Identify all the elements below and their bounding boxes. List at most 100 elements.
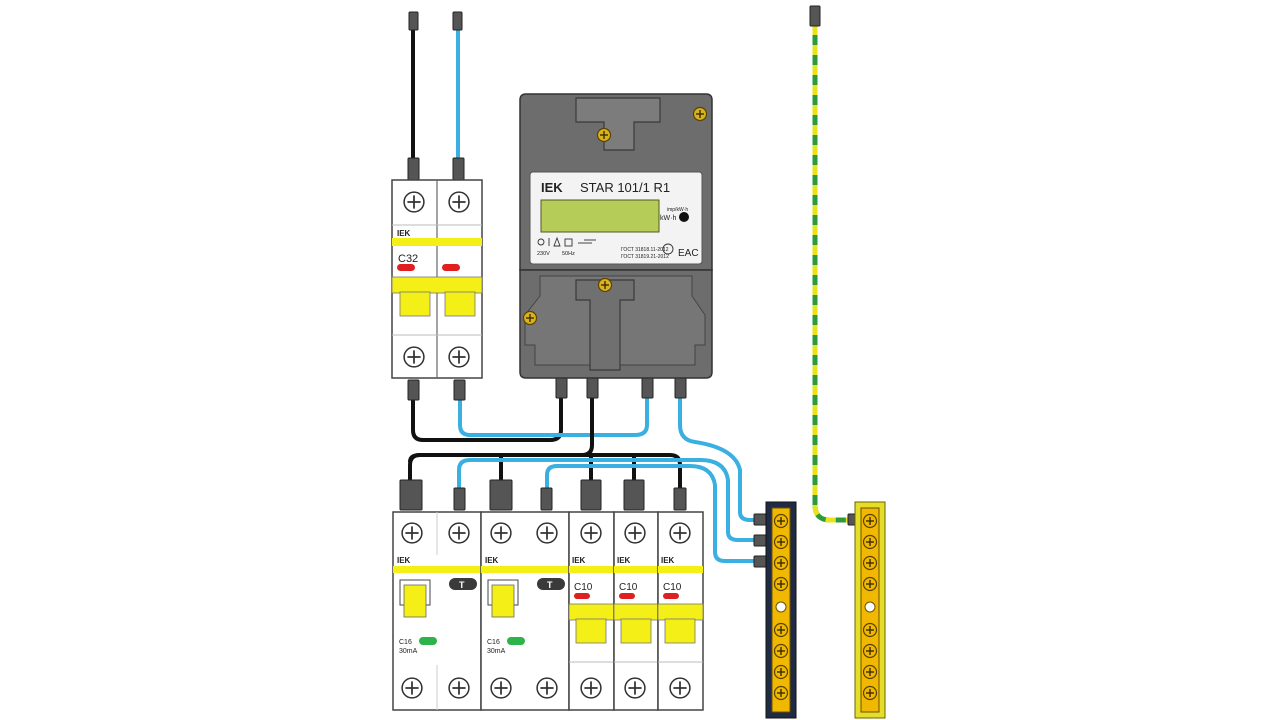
- neutral-wire-rcbo-2: [545, 464, 768, 563]
- status-indicator: [419, 637, 437, 645]
- meter-voltage: 230V: [537, 251, 550, 257]
- earth-wire-yellow: [812, 25, 855, 523]
- meter-frequency: 50Hz: [562, 251, 575, 257]
- terminal-screw-icon[interactable]: [536, 522, 558, 544]
- bus-screw-icon[interactable]: [773, 685, 789, 701]
- breaker-brand: IEK: [572, 556, 586, 565]
- neutral-wire-breaker-to-meter: [458, 395, 649, 437]
- branch-breaker-3[interactable]: IEK C10: [657, 511, 704, 711]
- pulse-led-icon: [679, 212, 689, 222]
- meter-top-cover: [575, 97, 661, 151]
- breaker-toggle[interactable]: [620, 618, 652, 644]
- breaker-brand: IEK: [661, 556, 675, 565]
- breaker-toggle[interactable]: [664, 618, 696, 644]
- branch-breaker-2[interactable]: IEK C10: [613, 511, 659, 711]
- meter-lcd-display: [540, 199, 660, 233]
- status-indicator: [619, 593, 635, 599]
- breaker-toggle[interactable]: [399, 291, 431, 317]
- rcbo-rating: C16: [487, 639, 500, 646]
- terminal-screw-icon[interactable]: [448, 522, 470, 544]
- bus-screw-icon[interactable]: [862, 685, 878, 701]
- bus-screw-icon[interactable]: [862, 513, 878, 529]
- seal-screw-icon[interactable]: [692, 106, 708, 122]
- breaker-rating: C10: [619, 582, 638, 593]
- terminal-screw-icon[interactable]: [624, 522, 646, 544]
- bus-screw-icon[interactable]: [773, 534, 789, 550]
- bus-screw-icon[interactable]: [862, 555, 878, 571]
- status-indicator: [507, 637, 525, 645]
- rcbo-1[interactable]: IEK T C16 30mA: [392, 511, 482, 711]
- breaker-toggle[interactable]: [575, 618, 607, 644]
- rcbo-toggle[interactable]: [403, 584, 427, 618]
- neutral-wire-rcbo-1: [457, 458, 768, 542]
- breaker-brand: IEK: [617, 556, 631, 565]
- terminal-screw-icon[interactable]: [448, 677, 470, 699]
- bus-screw-icon[interactable]: [862, 643, 878, 659]
- rcbo-brand: IEK: [397, 556, 411, 565]
- bus-screw-icon[interactable]: [773, 664, 789, 680]
- energy-meter: IEK STAR 101/1 R1 imp/kW·h kW·h 230V 50H…: [519, 93, 713, 379]
- terminal-screw-icon[interactable]: [490, 677, 512, 699]
- earth-wire-green: [812, 25, 855, 523]
- bus-screw-icon[interactable]: [773, 513, 789, 529]
- mounting-hole-icon: [864, 601, 876, 613]
- status-indicator: [397, 264, 415, 271]
- breaker-rating: C10: [663, 582, 682, 593]
- status-indicator: [574, 593, 590, 599]
- seal-screw-icon[interactable]: [596, 127, 612, 143]
- bus-screw-icon[interactable]: [862, 534, 878, 550]
- status-indicator: [663, 593, 679, 599]
- rcbo-rating: C16: [399, 639, 412, 646]
- terminal-screw-icon[interactable]: [448, 191, 470, 213]
- main-breaker-rating: C32: [398, 253, 418, 265]
- test-button[interactable]: [449, 578, 477, 590]
- meter-unit-label: kW·h: [660, 215, 676, 222]
- terminal-screw-icon[interactable]: [669, 677, 691, 699]
- rcbo-residual: 30mA: [487, 648, 506, 655]
- branch-breaker-1[interactable]: IEK C10: [568, 511, 615, 711]
- bus-screw-icon[interactable]: [773, 643, 789, 659]
- earth-bus-bar: [854, 501, 886, 719]
- bus-screw-icon[interactable]: [773, 555, 789, 571]
- neutral-wire-meter-to-bus: [678, 395, 768, 522]
- terminal-screw-icon[interactable]: [580, 522, 602, 544]
- terminal-screw-icon[interactable]: [401, 677, 423, 699]
- bus-screw-icon[interactable]: [862, 622, 878, 638]
- main-breaker-brand: IEK: [397, 229, 411, 238]
- test-button-label: T: [459, 580, 465, 590]
- terminal-screw-icon[interactable]: [669, 522, 691, 544]
- bus-screw-icon[interactable]: [773, 622, 789, 638]
- terminal-screw-icon[interactable]: [536, 677, 558, 699]
- terminal-screw-icon[interactable]: [490, 522, 512, 544]
- breaker-rating: C10: [574, 582, 593, 593]
- meter-brand: IEK: [541, 180, 563, 195]
- approval-mark-icon: [662, 243, 674, 255]
- breaker-toggle[interactable]: [444, 291, 476, 317]
- bus-screw-icon[interactable]: [773, 576, 789, 592]
- meter-model: STAR 101/1 R1: [580, 180, 670, 195]
- rcbo-residual: 30mA: [399, 648, 418, 655]
- test-button[interactable]: [537, 578, 565, 590]
- terminal-screw-icon[interactable]: [403, 191, 425, 213]
- bus-screw-icon[interactable]: [862, 576, 878, 592]
- terminal-screw-icon[interactable]: [401, 522, 423, 544]
- rcbo-toggle[interactable]: [491, 584, 515, 618]
- meter-standard-1: ГОСТ 31818.11-2012: [621, 247, 669, 253]
- seal-screw-icon[interactable]: [522, 310, 538, 326]
- wires: [408, 25, 855, 563]
- bus-screw-icon[interactable]: [862, 664, 878, 680]
- meter-standard-2: ГОСТ 31819.21-2012: [621, 254, 669, 260]
- rcbo-2[interactable]: IEK T C16 30mA: [480, 511, 570, 711]
- rcbo-brand: IEK: [485, 556, 499, 565]
- terminal-screw-icon[interactable]: [624, 677, 646, 699]
- meter-cert-mark: EAC: [678, 248, 699, 259]
- terminal-screw-icon[interactable]: [403, 346, 425, 368]
- terminal-screw-icon[interactable]: [580, 677, 602, 699]
- main-breaker[interactable]: IEK C32: [391, 179, 483, 379]
- mounting-hole-icon: [775, 601, 787, 613]
- test-button-label: T: [547, 580, 553, 590]
- seal-screw-icon[interactable]: [597, 277, 613, 293]
- meter-imp-label: imp/kW·h: [667, 207, 688, 213]
- terminal-screw-icon[interactable]: [448, 346, 470, 368]
